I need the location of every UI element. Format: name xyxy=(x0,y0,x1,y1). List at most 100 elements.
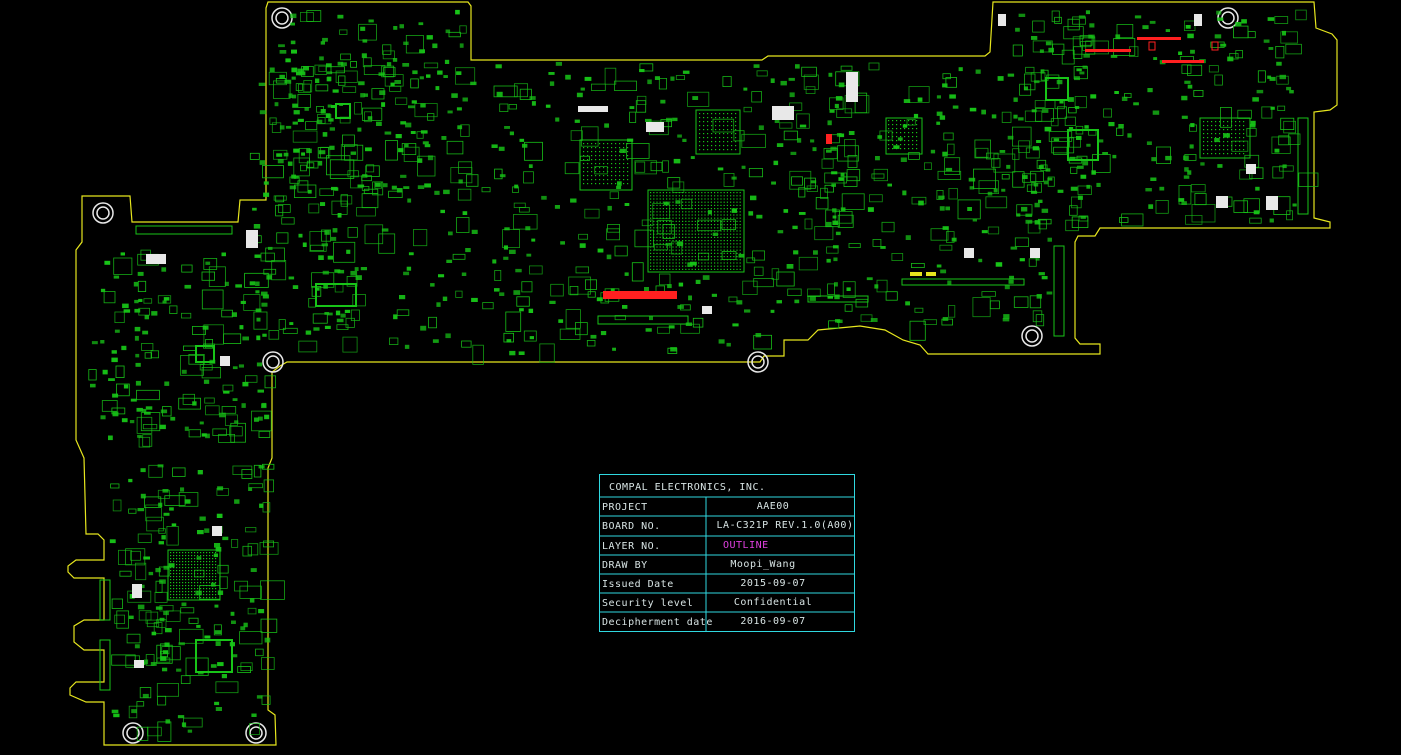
bga-ball xyxy=(682,217,684,219)
bga-ball xyxy=(723,133,725,135)
component-footprint xyxy=(141,342,154,351)
bga-ball xyxy=(197,573,199,575)
component-footprint xyxy=(523,171,534,184)
component-footprint xyxy=(222,536,229,541)
component-footprint xyxy=(255,648,264,657)
bga-ball xyxy=(623,167,625,169)
bga-ball xyxy=(736,192,738,194)
bga-ball xyxy=(731,121,733,123)
bga-ball xyxy=(723,227,725,229)
component-footprint xyxy=(629,111,637,123)
bga-ball xyxy=(669,198,671,200)
bga-ball xyxy=(672,214,674,216)
component-footprint xyxy=(319,202,326,206)
bga-ball xyxy=(900,148,902,150)
bga-ball xyxy=(611,155,613,157)
bga-ball xyxy=(591,167,593,169)
component-footprint xyxy=(396,309,410,316)
bga-ball xyxy=(675,192,677,194)
component-footprint xyxy=(166,526,179,546)
bga-ball xyxy=(1235,133,1237,135)
bga-ball xyxy=(726,233,728,235)
component-footprint xyxy=(887,183,892,187)
component-footprint xyxy=(815,196,829,210)
bga-ball xyxy=(698,230,700,232)
bga-ball xyxy=(627,183,629,185)
bga-ball xyxy=(1235,141,1237,143)
bga-ball xyxy=(615,159,617,161)
component-footprint xyxy=(936,264,942,268)
bga-ball xyxy=(672,233,674,235)
component-footprint xyxy=(564,162,580,175)
component-footprint xyxy=(292,285,299,290)
component-footprint xyxy=(662,160,669,173)
bga-ball xyxy=(191,561,193,563)
bga-ball xyxy=(701,240,703,242)
bga-ball xyxy=(179,570,181,572)
bga-ball xyxy=(688,204,690,206)
component-footprint xyxy=(134,335,139,341)
component-footprint xyxy=(187,729,193,733)
bga-ball xyxy=(908,124,910,126)
bga-ball xyxy=(720,252,722,254)
component-footprint xyxy=(793,250,799,255)
bga-ball xyxy=(723,117,725,119)
component-footprint xyxy=(826,149,832,153)
bga-ball xyxy=(653,240,655,242)
bga-ball xyxy=(723,198,725,200)
bga-ball xyxy=(1207,153,1209,155)
component-footprint xyxy=(285,58,291,63)
component-footprint xyxy=(298,340,318,353)
component-footprint xyxy=(292,103,298,108)
component-footprint xyxy=(273,195,287,201)
component-footprint xyxy=(196,624,201,628)
component-footprint xyxy=(1073,46,1083,59)
bga-ball xyxy=(607,147,609,149)
bga-ball xyxy=(650,220,652,222)
bga-ball xyxy=(675,252,677,254)
component-footprint xyxy=(340,53,351,61)
bga-ball xyxy=(675,249,677,251)
bga-ball xyxy=(720,211,722,213)
component-footprint xyxy=(163,565,169,570)
bga-ball xyxy=(691,208,693,210)
bga-ball xyxy=(685,208,687,210)
bga-ball xyxy=(595,151,597,153)
bga-ball xyxy=(200,558,202,560)
component-footprint xyxy=(135,380,142,386)
bga-ball xyxy=(726,201,728,203)
bga-ball xyxy=(731,137,733,139)
component-footprint xyxy=(1155,199,1169,214)
component-footprint xyxy=(259,110,267,115)
component-footprint xyxy=(528,164,533,168)
bga-ball xyxy=(699,113,701,115)
component-footprint xyxy=(445,29,451,34)
bga-ball xyxy=(176,594,178,596)
component-footprint xyxy=(129,419,135,424)
component-footprint xyxy=(432,339,439,343)
bga-ball xyxy=(623,171,625,173)
bga-ball xyxy=(185,582,187,584)
component-footprint xyxy=(342,86,357,93)
component-footprint xyxy=(828,320,840,329)
component-footprint xyxy=(1046,291,1053,295)
component-footprint xyxy=(903,99,911,103)
bga-ball xyxy=(678,268,680,270)
bga-ball xyxy=(669,262,671,264)
bga-ball xyxy=(710,227,712,229)
bga-ball xyxy=(678,262,680,264)
component-footprint xyxy=(248,487,253,491)
component-footprint xyxy=(252,207,257,211)
bga-ball xyxy=(715,129,717,131)
bga-ball xyxy=(662,217,664,219)
component-footprint xyxy=(137,533,152,543)
component-footprint xyxy=(555,61,563,66)
component-footprint xyxy=(114,329,120,333)
bga-ball xyxy=(717,256,719,258)
bga-ball xyxy=(892,120,894,122)
bga-ball xyxy=(691,198,693,200)
bga-ball xyxy=(669,211,671,213)
component-footprint xyxy=(442,296,448,301)
bga-ball xyxy=(701,211,703,213)
component-footprint xyxy=(1075,106,1080,110)
